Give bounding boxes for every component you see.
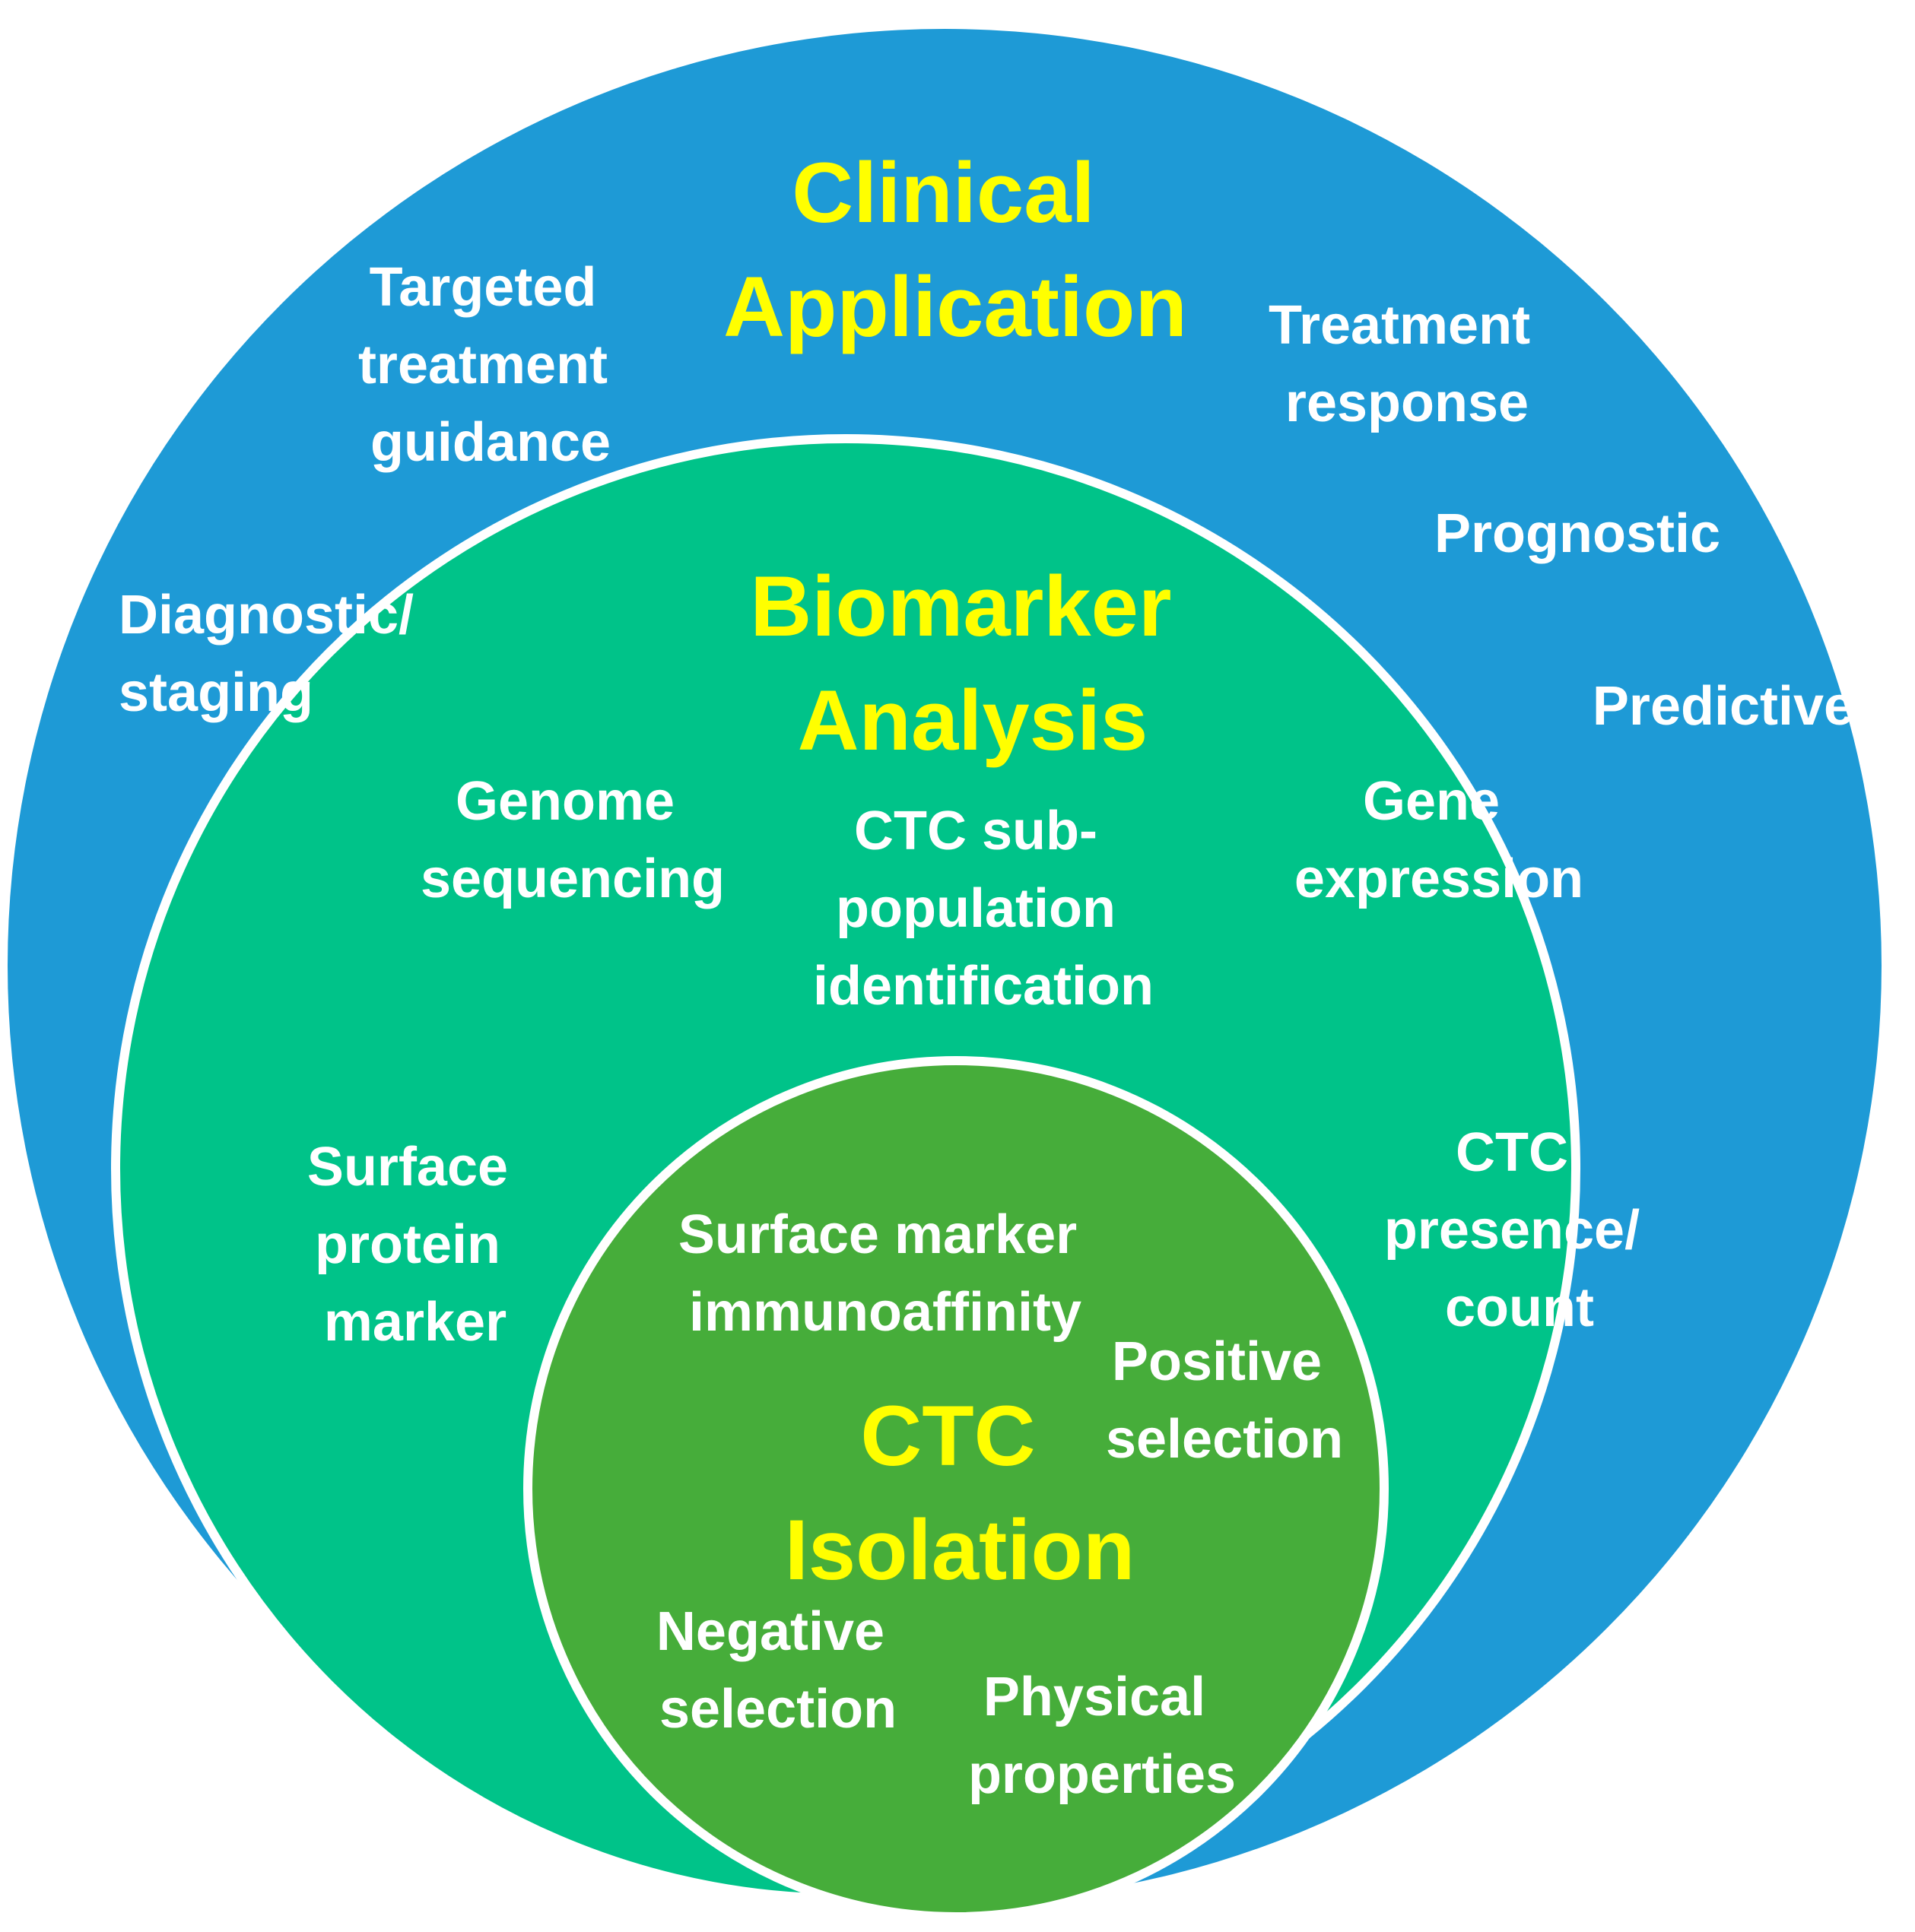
biomarker-analysis-title: Biomarker Analysis — [750, 559, 1195, 768]
gene-expression-label: Gene expression — [1294, 771, 1583, 909]
inner-circle-ctc-isolation — [523, 1056, 1389, 1921]
targeted-treatment-guidance-label: Targeted treatment guidance — [358, 257, 623, 473]
genome-sequencing-label: Genome sequencing — [421, 771, 725, 909]
ctc-isolation-title: CTC Isolation — [785, 1388, 1135, 1597]
diagnostic-staging-label: Diagnostic/ staging — [119, 585, 429, 723]
ctc-subpopulation-identification-label: CTC sub- population identification — [813, 801, 1154, 1017]
surface-marker-immunoaffinity-label: Surface marker immunoaffinity — [678, 1204, 1092, 1343]
negative-selection-label: Negative selection — [656, 1601, 900, 1740]
predictive-label: Predictive — [1593, 676, 1854, 737]
clinical-application-title: Clinical Application — [723, 145, 1187, 354]
surface-protein-marker-label: Surface protein marker — [307, 1137, 523, 1353]
prognostic-label: Prognostic — [1434, 503, 1720, 564]
ctc-presence-count-label: CTC presence/ count — [1384, 1122, 1655, 1338]
treatment-response-label: Treatment response — [1269, 295, 1545, 433]
positive-selection-label: Positive selection — [1106, 1331, 1343, 1470]
physical-properties-label: Physical properties — [968, 1667, 1236, 1805]
